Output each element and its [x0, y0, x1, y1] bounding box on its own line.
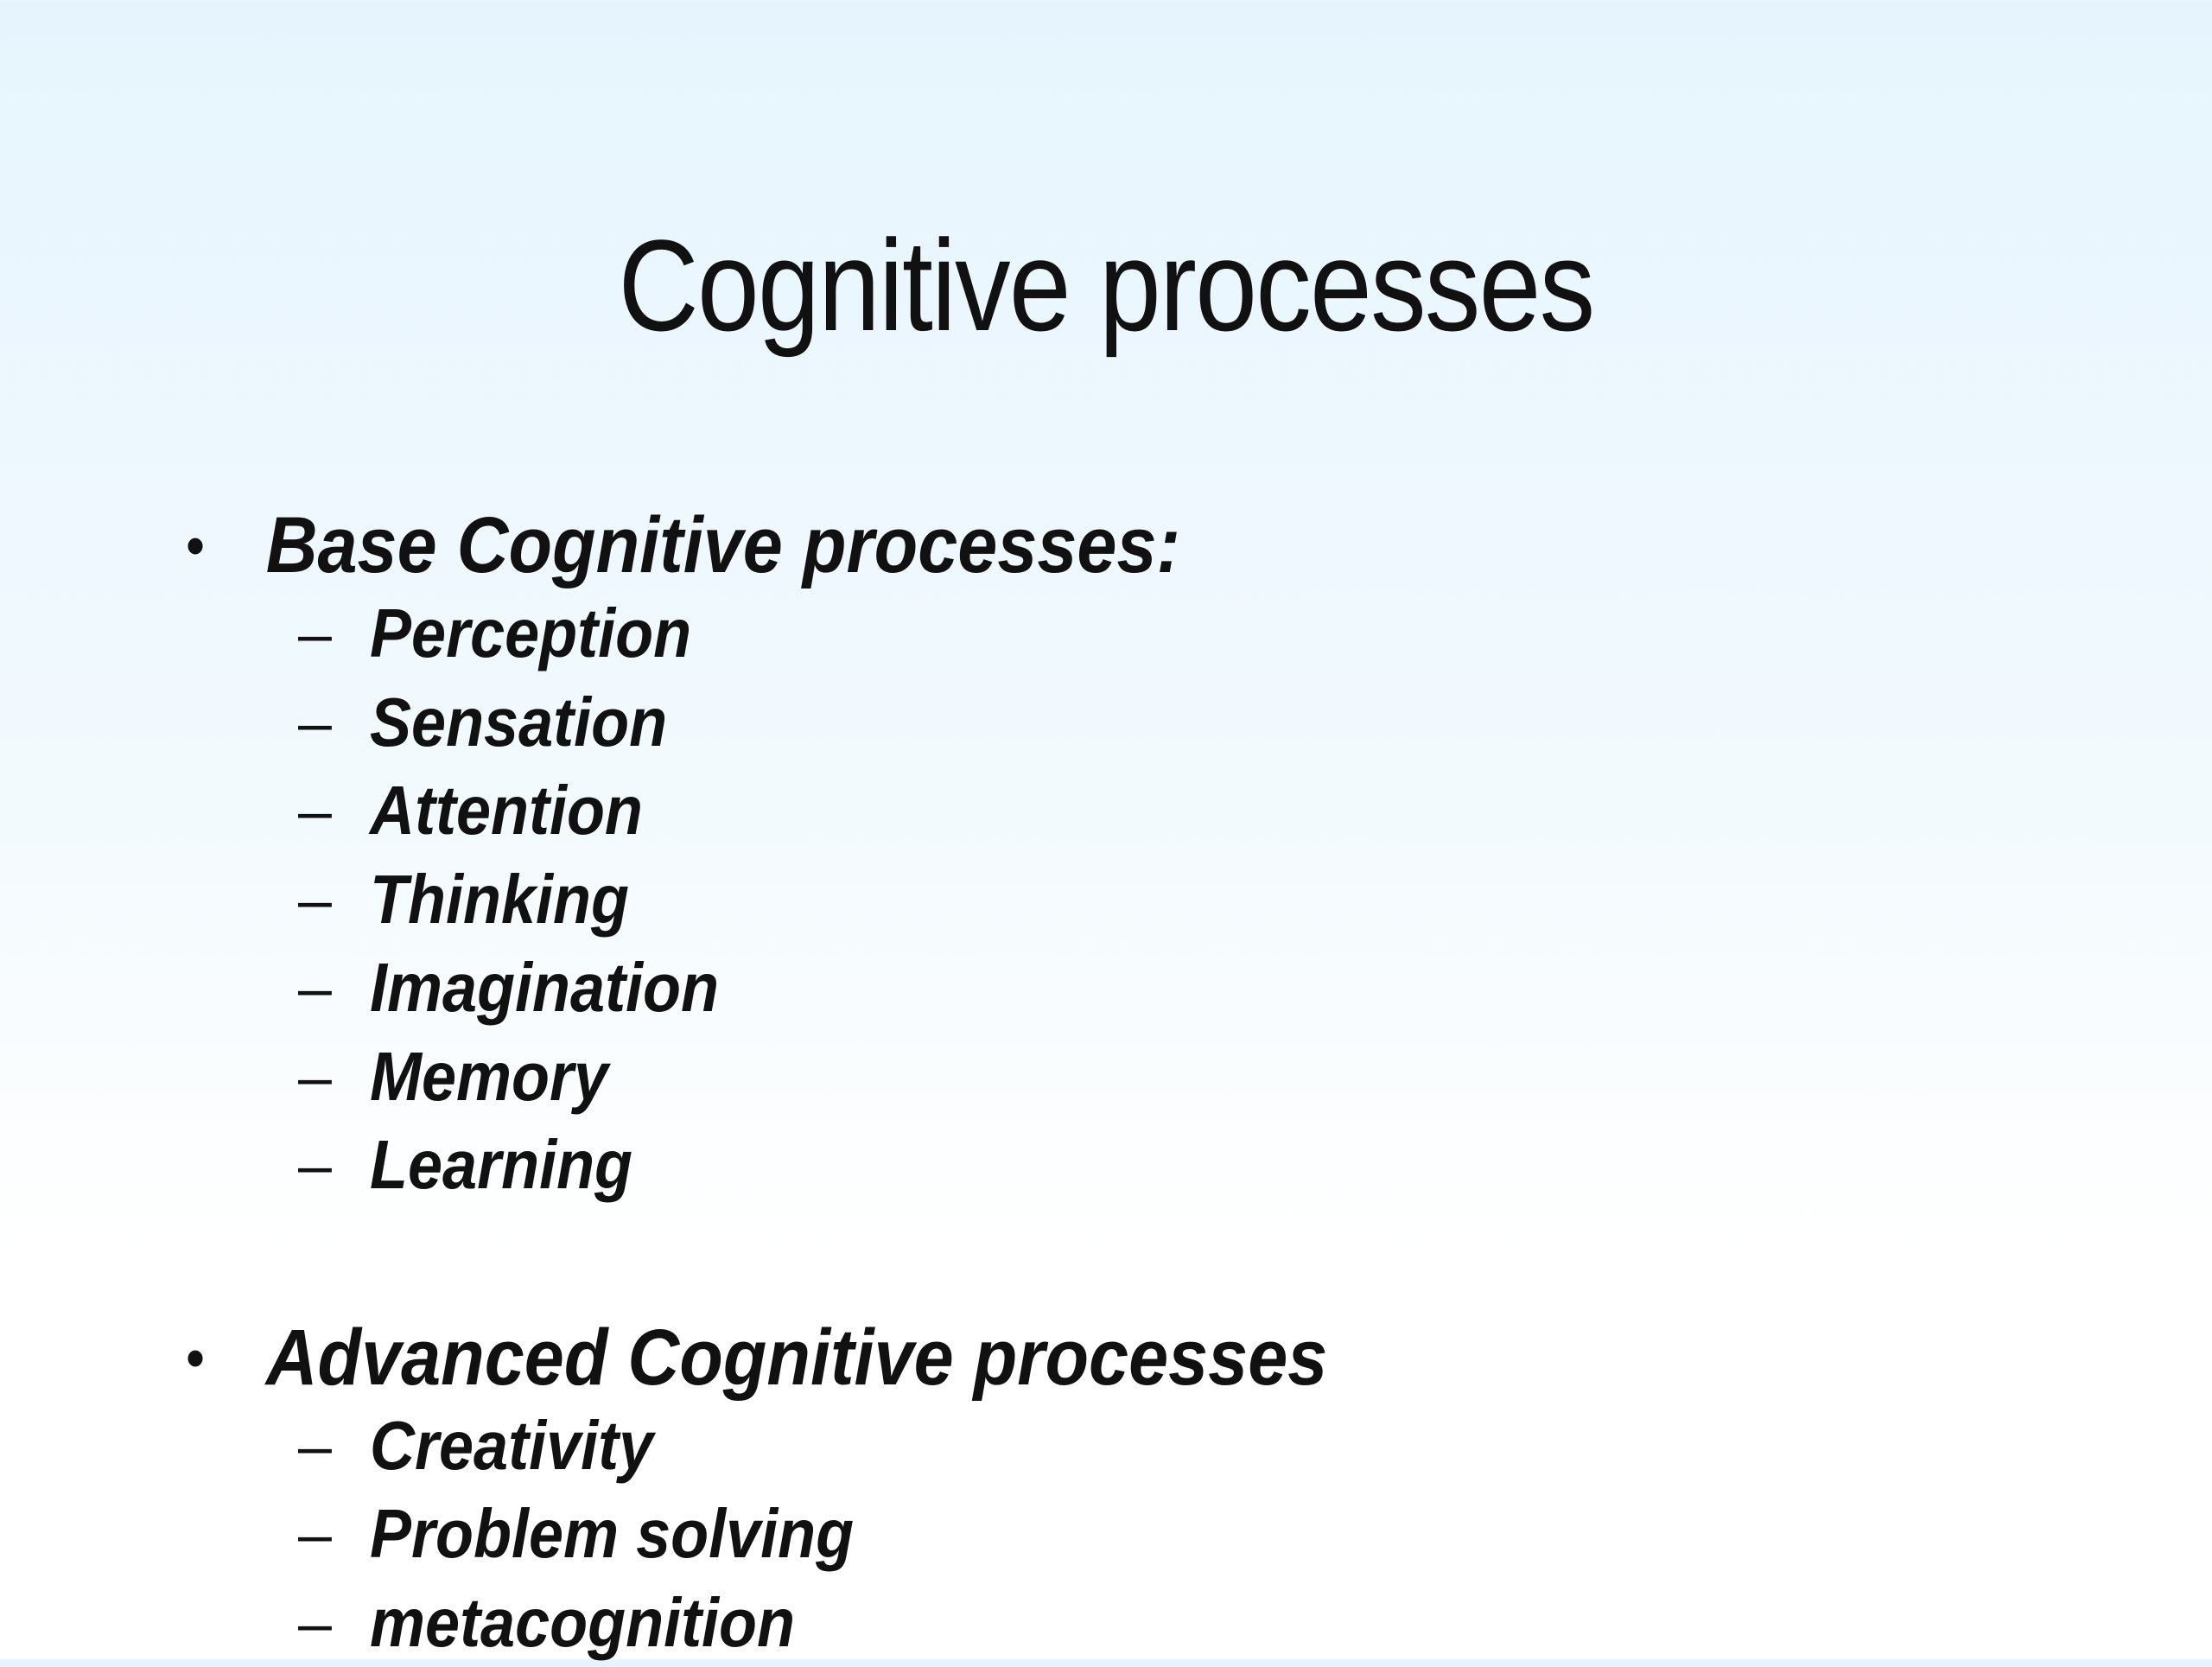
list-item-label: Imagination — [370, 944, 719, 1032]
list-item: –Imagination — [186, 944, 2087, 1033]
list-item: –Learning — [186, 1121, 2087, 1210]
dash-icon: – — [298, 1121, 332, 1209]
list-item: –metacognition — [186, 1579, 2087, 1667]
list-item-label: Creativity — [370, 1402, 653, 1490]
list-item: –Attention — [186, 767, 2087, 856]
dash-icon: – — [298, 1033, 332, 1121]
list-item-label: Thinking — [370, 856, 629, 944]
bullet-heading-advanced: • Advanced Cognitive processes — [186, 1314, 1897, 1402]
list-item: –Thinking — [186, 856, 2087, 945]
section-heading: Base Cognitive processes: — [266, 501, 1180, 589]
bullet-icon: • — [186, 501, 205, 589]
list-item-label: Memory — [370, 1033, 608, 1121]
list-item: –Perception — [186, 589, 2087, 678]
list-item-label: Attention — [370, 767, 643, 855]
dash-icon: – — [298, 856, 332, 944]
dash-icon: – — [298, 944, 332, 1032]
list-item-label: Sensation — [370, 678, 667, 767]
dash-icon: – — [298, 1579, 332, 1667]
list-item: –Memory — [186, 1033, 2087, 1122]
list-item-label: Problem solving — [370, 1490, 854, 1578]
section-heading: Advanced Cognitive processes — [266, 1314, 1328, 1402]
list-item: –Problem solving — [186, 1490, 2087, 1579]
slide-title: Cognitive processes — [155, 220, 2057, 350]
list-item: –Creativity — [186, 1402, 2087, 1491]
section-base-cognitive: • Base Cognitive processes: –Perception … — [186, 501, 2087, 1210]
section-spacer — [186, 1210, 2087, 1314]
sub-list-advanced: –Creativity –Problem solving –metacognit… — [186, 1402, 2087, 1667]
dash-icon: – — [298, 678, 332, 767]
dash-icon: – — [298, 1490, 332, 1578]
list-item: –Sensation — [186, 678, 2087, 767]
list-item-label: Perception — [370, 589, 691, 678]
dash-icon: – — [298, 1402, 332, 1490]
dash-icon: – — [298, 589, 332, 678]
bullet-icon: • — [186, 1314, 205, 1402]
bullet-heading-base: • Base Cognitive processes: — [186, 501, 1897, 589]
dash-icon: – — [298, 767, 332, 855]
list-item-label: metacognition — [370, 1579, 795, 1667]
list-item-label: Learning — [370, 1121, 632, 1209]
sub-list-base: –Perception –Sensation –Attention –Think… — [186, 589, 2087, 1210]
slide-body: • Base Cognitive processes: –Perception … — [186, 501, 2087, 1667]
section-advanced-cognitive: • Advanced Cognitive processes –Creativi… — [186, 1314, 2087, 1667]
